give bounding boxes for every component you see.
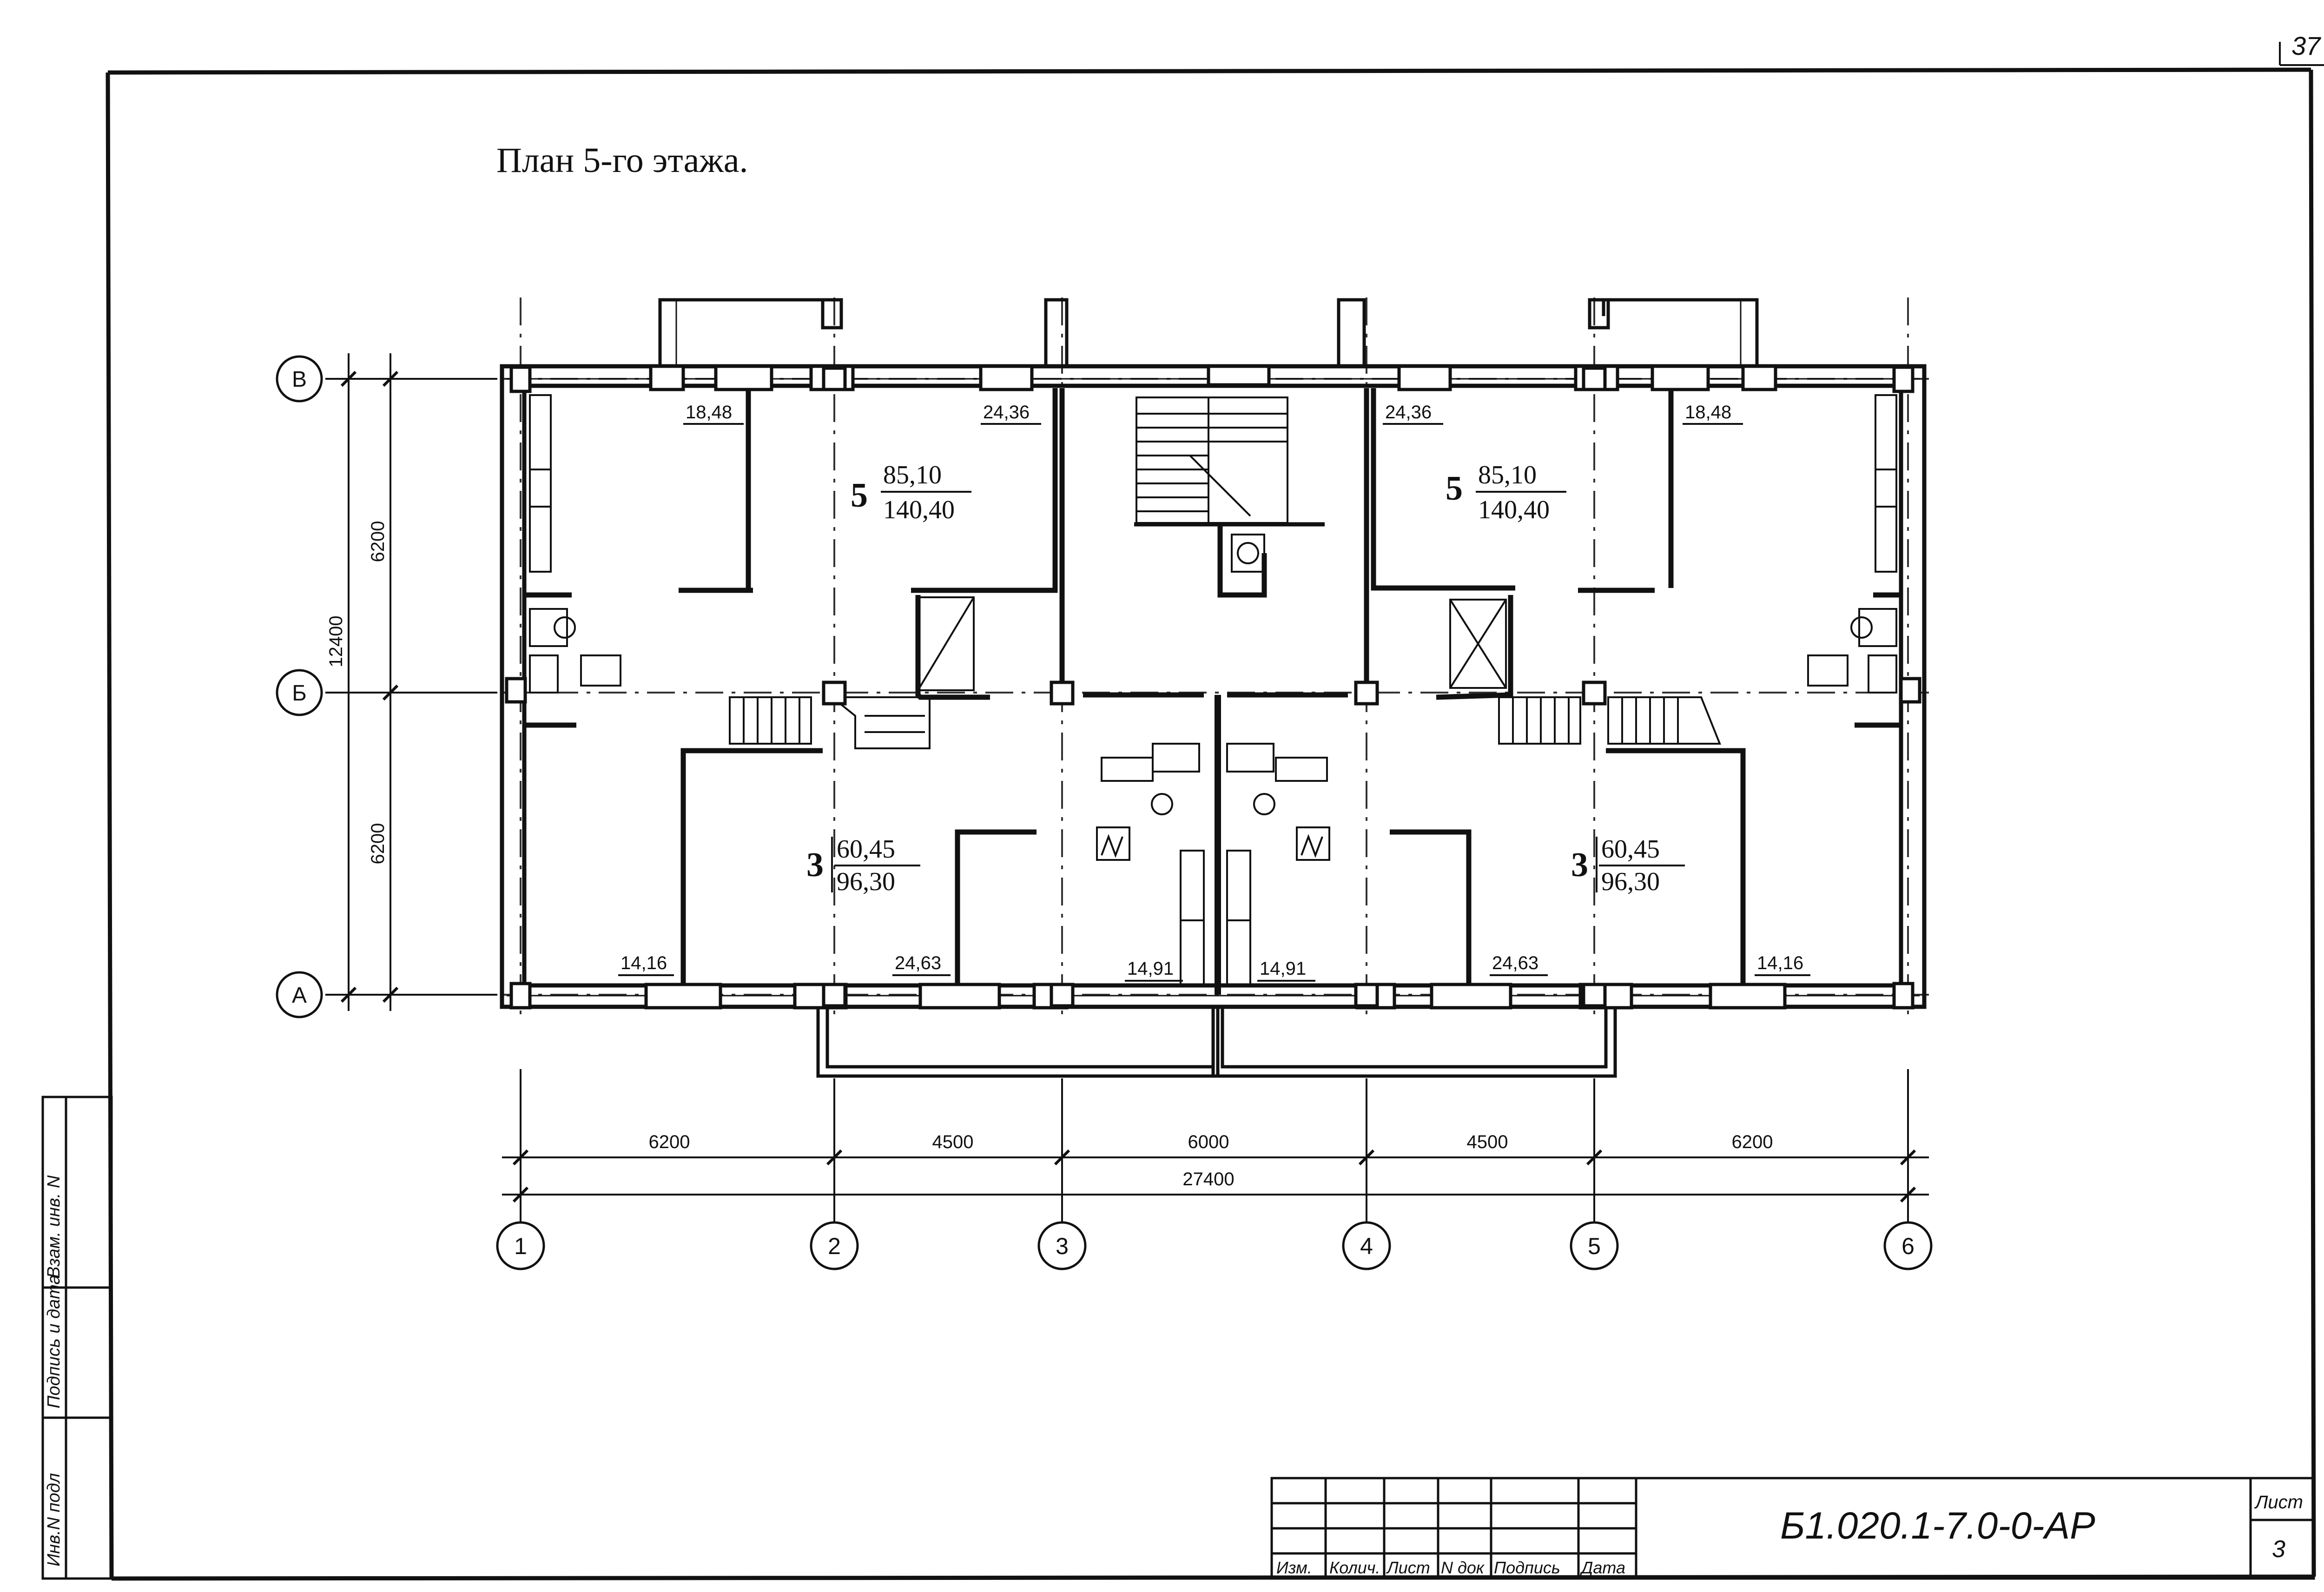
room-area-bottom-1: 14,16 <box>621 953 667 973</box>
stamp-inventory: Инв.N подл <box>44 1473 64 1566</box>
apt-total: 140,40 <box>1478 495 1550 524</box>
tb-col-ndok: N док <box>1441 1558 1485 1577</box>
apartment-label-left-top: 5 85,10 140,40 <box>851 461 971 524</box>
room-area-top-2: 24,36 <box>983 402 1030 423</box>
dim-left-lower: 6200 <box>368 823 388 865</box>
room-area-top-3: 24,36 <box>1385 402 1432 423</box>
apartment-label-right-top: 5 85,10 140,40 <box>1446 461 1566 524</box>
room-area-bottom-6: 14,16 <box>1757 953 1803 973</box>
room-area-bottom-4: 14,91 <box>1260 958 1306 979</box>
apartment-label-right-bottom: 3 60,45 96,30 <box>1571 835 1685 896</box>
structural-columns <box>822 366 1607 1008</box>
title-block <box>1270 1477 2315 1580</box>
stamp-signature: Подпись и дата <box>44 1275 64 1408</box>
apt-rooms: 3 <box>806 846 824 884</box>
apt-total: 140,40 <box>883 495 955 524</box>
window-piers <box>505 364 1921 1010</box>
dim-span-3: 6000 <box>1188 1132 1229 1152</box>
balconies <box>658 298 1759 1078</box>
apt-living: 85,10 <box>1478 461 1537 489</box>
central-stair <box>1136 396 1288 524</box>
bottom-dimension-lines <box>502 1069 1929 1222</box>
axis-V: В <box>292 367 307 392</box>
axis-1: 1 <box>514 1233 527 1259</box>
axis-B: Б <box>292 681 307 706</box>
dim-total: 27400 <box>1182 1169 1234 1189</box>
apartment-label-left-bottom: 3 60,45 96,30 <box>806 835 920 896</box>
room-area-bottom-2: 24,63 <box>895 953 941 973</box>
room-area-top-4: 18,48 <box>1685 402 1731 423</box>
column-axis-markers <box>496 1221 1933 1270</box>
apt-living: 60,45 <box>1601 835 1660 864</box>
sheet-number: 3 <box>2272 1536 2285 1563</box>
apt-living: 85,10 <box>883 461 942 489</box>
tb-col-data: Дата <box>1579 1558 1625 1577</box>
apt-rooms: 5 <box>1446 469 1463 508</box>
left-dimension-lines <box>325 353 497 1011</box>
dim-left-total: 12400 <box>326 615 346 667</box>
axis-A: А <box>292 983 307 1008</box>
dim-span-2: 4500 <box>932 1132 974 1152</box>
side-stamp <box>41 1096 113 1580</box>
page-title: План 5-го этажа. <box>496 141 748 180</box>
apt-living: 60,45 <box>837 835 895 864</box>
apt-total: 96,30 <box>837 867 895 896</box>
dim-span-5: 6200 <box>1732 1132 1773 1152</box>
apt-total: 96,30 <box>1601 867 1660 896</box>
axis-4: 4 <box>1360 1233 1373 1259</box>
tb-col-kolich: Колич. <box>1329 1558 1380 1577</box>
document-code: Б1.020.1-7.0-0-АР <box>1780 1505 2095 1547</box>
tb-col-izm: Изм. <box>1276 1558 1312 1577</box>
row-axis-markers <box>276 355 323 1018</box>
room-area-top-1: 18,48 <box>686 402 732 423</box>
apartment-stairs <box>729 596 1721 749</box>
room-areas-bottom <box>618 974 1810 982</box>
apt-rooms: 5 <box>851 476 868 515</box>
axis-3: 3 <box>1056 1233 1069 1259</box>
apt-rooms: 3 <box>1571 846 1588 884</box>
axis-5: 5 <box>1588 1233 1601 1259</box>
page-mark: 37 <box>2291 31 2321 60</box>
axis-6: 6 <box>1901 1233 1915 1259</box>
room-area-bottom-3: 14,91 <box>1127 958 1174 979</box>
exterior-walls <box>500 364 1927 1009</box>
dim-span-1: 6200 <box>649 1132 690 1152</box>
sheet-label: Лист <box>2254 1492 2303 1513</box>
dim-span-4: 4500 <box>1467 1132 1508 1152</box>
tb-col-list: Лист <box>1386 1558 1430 1577</box>
tb-col-podpis: Подпись <box>1494 1558 1560 1577</box>
fixtures <box>529 394 1897 986</box>
stamp-replaced: Взам. инв. N <box>44 1175 64 1278</box>
room-area-bottom-5: 24,63 <box>1492 953 1538 973</box>
dim-left-upper: 6200 <box>368 521 388 562</box>
interior-walls <box>523 388 1901 995</box>
axis-2: 2 <box>828 1233 841 1259</box>
